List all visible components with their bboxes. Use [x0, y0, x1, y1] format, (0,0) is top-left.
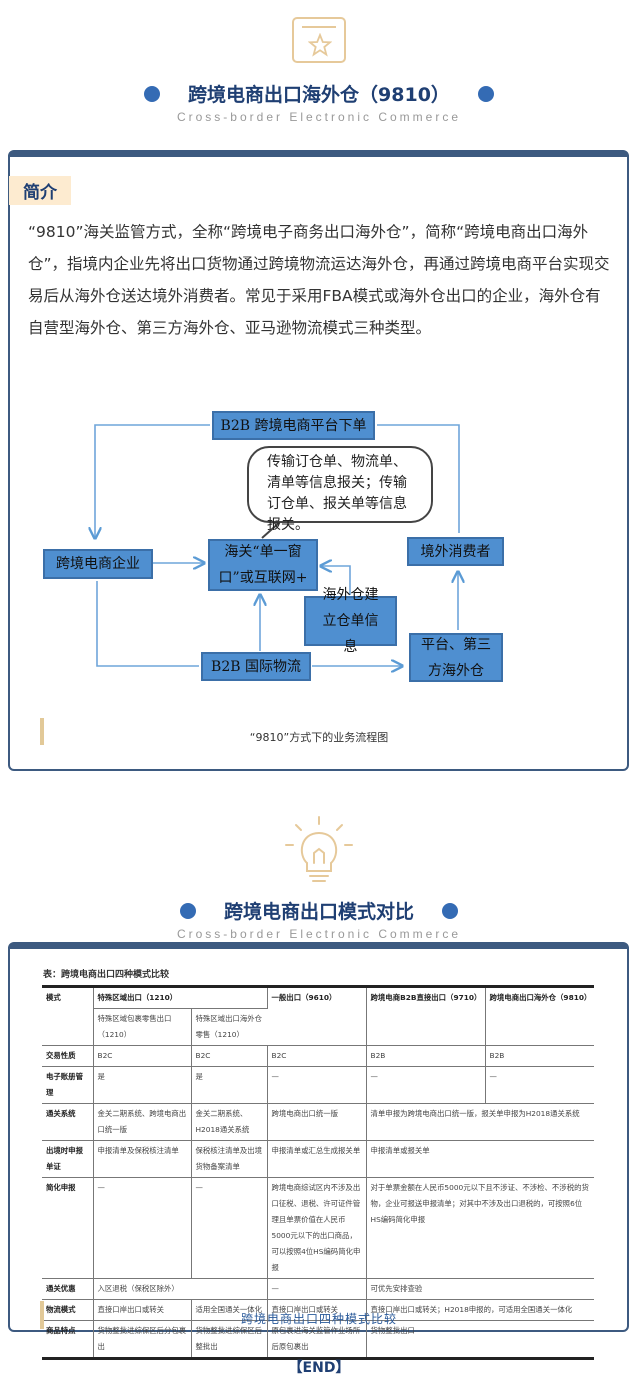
cell: — [366, 1066, 486, 1104]
cell: — [267, 1066, 367, 1104]
caption-bar [40, 1301, 44, 1329]
cell: 出境时申报单证 [42, 1140, 94, 1178]
cell: — [485, 1066, 595, 1104]
table-row: 通关系统金关二期系统、跨境电商出口统一版金关二期系统、H2018通关系统跨境电商… [42, 1103, 595, 1141]
cell: B2B [485, 1045, 595, 1067]
cell: 对于单票金额在人民币5000元以下且不涉证、不涉检、不涉税的货物，企业可报送申报… [366, 1177, 595, 1279]
title-text: 跨境电商出口海外仓（9810） [188, 84, 450, 106]
section-title: 跨境电商出口模式对比 [0, 897, 638, 924]
dot-icon [477, 85, 494, 102]
caption-bar [40, 718, 44, 745]
intro-paragraph: “9810”海关监管方式，全称“跨境电子商务出口海外仓”，简称“跨境电商出口海外… [28, 223, 610, 337]
section-subtitle: Cross-border Electronic Commerce [176, 110, 462, 124]
cell: 物流模式 [42, 1299, 94, 1321]
cell: 货物整批进综保区后分包裹出 [93, 1320, 192, 1359]
section-subtitle: Cross-border Electronic Commerce [176, 927, 462, 941]
flow-third-party: 平台、第三方海外仓 [409, 633, 503, 682]
cell: 通关优惠 [42, 1278, 94, 1300]
cell: 金关二期系统、跨境电商出口统一版 [93, 1103, 192, 1141]
flow-customs: 海关“单一窗口”或互联网+ [208, 539, 318, 591]
cell: 商品特点 [42, 1320, 94, 1359]
table-header-row: 特殊区域包裹零售出口（1210）特殊区域出口海外仓零售（1210） [42, 1008, 594, 1046]
cell: 保税核注清单及出境货物备案清单 [191, 1140, 268, 1178]
table-row: 商品特点货物整批进综保区后分包裹出货物整批进综保区后整批出原包裹进海关监管作业场… [42, 1320, 595, 1359]
cell: 跨境电商出口统一版 [267, 1103, 367, 1141]
end-marker: 【END】 [288, 1360, 350, 1376]
table-row: 电子账册管理是是——— [42, 1066, 595, 1104]
cell: 跨境电商综试区内不涉及出口征税、退税、许可证件管理且单票价值在人民币5000元以… [267, 1177, 367, 1279]
lightbulb-icon [285, 816, 353, 882]
th: 模式 [42, 986, 94, 1046]
cell: 电子账册管理 [42, 1066, 94, 1104]
cell: B2B [366, 1045, 486, 1067]
intro-tag: 简介 [9, 176, 71, 205]
cell: 通关系统 [42, 1103, 94, 1141]
th: 跨境电商B2B直接出口（9710） [366, 986, 486, 1046]
cell: 是 [93, 1066, 192, 1104]
comparison-table: 模式特殊区域出口（1210）一般出口（9610）跨境电商B2B直接出口（9710… [42, 985, 595, 1360]
table-header-row: 模式特殊区域出口（1210）一般出口（9610）跨境电商B2B直接出口（9710… [42, 986, 595, 1046]
table-caption: 跨境电商出口四种模式比较 [240, 1312, 397, 1326]
flow-caption: “9810”方式下的业务流程图 [249, 731, 389, 744]
flow-callout: 传输订仓单、物流单、清单等信息报关；传输订仓单、报关单等信息报关。 [247, 446, 433, 533]
cell: 直接口岸出口或转关；H2018申报的，可适用全国通关一体化 [366, 1299, 595, 1321]
th: 一般出口（9610） [267, 986, 367, 1046]
dot-icon [442, 902, 458, 919]
title-text: 跨境电商出口模式对比 [223, 901, 414, 923]
cell: 金关二期系统、H2018通关系统 [191, 1103, 268, 1141]
cell: 直接口岸出口或转关 [93, 1299, 192, 1321]
cell: B2C [267, 1045, 367, 1067]
dot-icon [144, 85, 161, 102]
cell: 适用全国通关一体化 [191, 1299, 268, 1321]
cell: 入区退税（保税区除外） [93, 1278, 268, 1300]
th: 跨境电商出口海外仓（9810） [485, 986, 595, 1046]
cell: — [191, 1177, 268, 1279]
flow-warehouse-info: 海外仓建立仓单信息 [304, 587, 397, 655]
flow-consumer: 境外消费者 [407, 537, 504, 566]
flow-enterprise: 跨境电商企业 [43, 549, 153, 579]
cell: 可优先安排查验 [366, 1278, 595, 1300]
star-badge-icon [292, 17, 346, 63]
cell: 交易性质 [42, 1045, 94, 1067]
table-row: 简化申报——跨境电商综试区内不涉及出口征税、退税、许可证件管理且单票价值在人民币… [42, 1177, 595, 1279]
cell: 原包裹进海关监管作业场所后原包裹出 [267, 1320, 367, 1359]
flow-platform-order: B2B 跨境电商平台下单 [212, 411, 375, 440]
cell: 货物整批出口 [366, 1320, 595, 1359]
dot-icon [179, 902, 196, 919]
flow-logistics: B2B 国际物流 [201, 652, 311, 681]
cell: B2C [191, 1045, 268, 1067]
flow-arrows [0, 424, 638, 720]
intro-card [8, 150, 629, 771]
table-row: 通关优惠入区退税（保税区除外）—可优先安排查验 [42, 1278, 595, 1300]
th: 特殊区域包裹零售出口（1210） [93, 1008, 192, 1046]
table-title: 表：跨境电商出口四种模式比较 [43, 970, 170, 980]
cell: 清单申报为跨境电商出口统一版，报关单申报为H2018通关系统 [366, 1103, 595, 1141]
cell: — [267, 1278, 367, 1300]
cell: — [93, 1177, 192, 1279]
cell: 是 [191, 1066, 268, 1104]
th: 特殊区域出口（1210） [93, 986, 268, 1009]
cell: 申报清单或汇总生成报关单 [267, 1140, 367, 1178]
th: 特殊区域出口海外仓零售（1210） [191, 1008, 268, 1046]
cell: 申报清单或报关单 [366, 1140, 595, 1178]
section-title: 跨境电商出口海外仓（9810） [0, 80, 638, 107]
cell: B2C [93, 1045, 192, 1067]
cell: 直接口岸出口或转关 [267, 1299, 367, 1321]
table-row: 物流模式直接口岸出口或转关适用全国通关一体化直接口岸出口或转关直接口岸出口或转关… [42, 1299, 595, 1321]
cell: 货物整批进综保区后整批出 [191, 1320, 268, 1359]
cell: 简化申报 [42, 1177, 94, 1279]
cell: 申报清单及保税核注清单 [93, 1140, 192, 1178]
table-row: 出境时申报单证申报清单及保税核注清单保税核注清单及出境货物备案清单申报清单或汇总… [42, 1140, 595, 1178]
